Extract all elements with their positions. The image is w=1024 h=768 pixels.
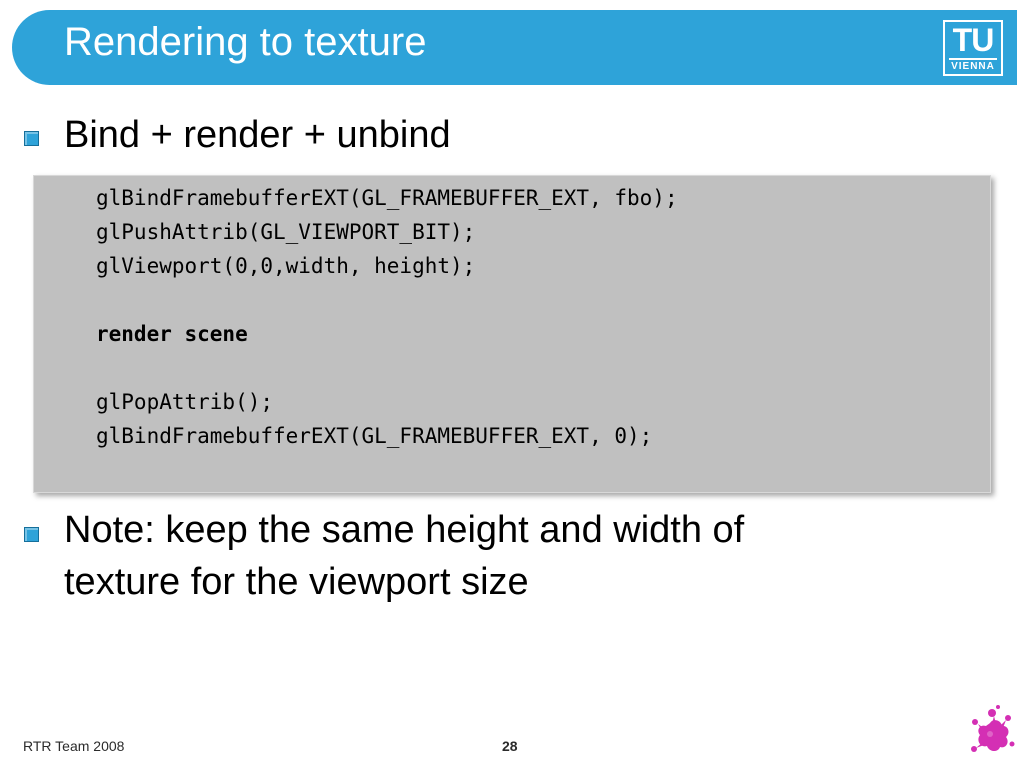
code-line: glPushAttrib(GL_VIEWPORT_BIT); bbox=[96, 220, 476, 244]
square-bullet-icon bbox=[24, 527, 39, 542]
code-line: glBindFramebufferEXT(GL_FRAMEBUFFER_EXT,… bbox=[96, 424, 653, 448]
logo-main-text: TU bbox=[952, 22, 995, 58]
code-line: glBindFramebufferEXT(GL_FRAMEBUFFER_EXT,… bbox=[96, 186, 678, 210]
tu-vienna-logo: TU VIENNA bbox=[943, 20, 1003, 76]
bullet-2-line-1: Note: keep the same height and width of bbox=[64, 509, 745, 551]
code-block: glBindFramebufferEXT(GL_FRAMEBUFFER_EXT,… bbox=[33, 175, 991, 493]
square-bullet-icon bbox=[24, 131, 39, 146]
code-line-render-scene: render scene bbox=[96, 322, 248, 346]
slide-title: Rendering to texture bbox=[64, 20, 427, 64]
bullet-1-line-1: Bind + render + unbind bbox=[64, 114, 451, 156]
footer-team: RTR Team 2008 bbox=[23, 738, 125, 754]
logo-sub-text: VIENNA bbox=[951, 61, 995, 72]
logo-divider bbox=[949, 58, 997, 60]
paint-splat-icon bbox=[971, 705, 1015, 752]
bullet-2-line-2: texture for the viewport size bbox=[64, 561, 529, 603]
page-number: 28 bbox=[502, 738, 518, 754]
code-line: glPopAttrib(); bbox=[96, 390, 274, 414]
code-line: glViewport(0,0,width, height); bbox=[96, 254, 476, 278]
title-banner bbox=[12, 10, 1017, 85]
